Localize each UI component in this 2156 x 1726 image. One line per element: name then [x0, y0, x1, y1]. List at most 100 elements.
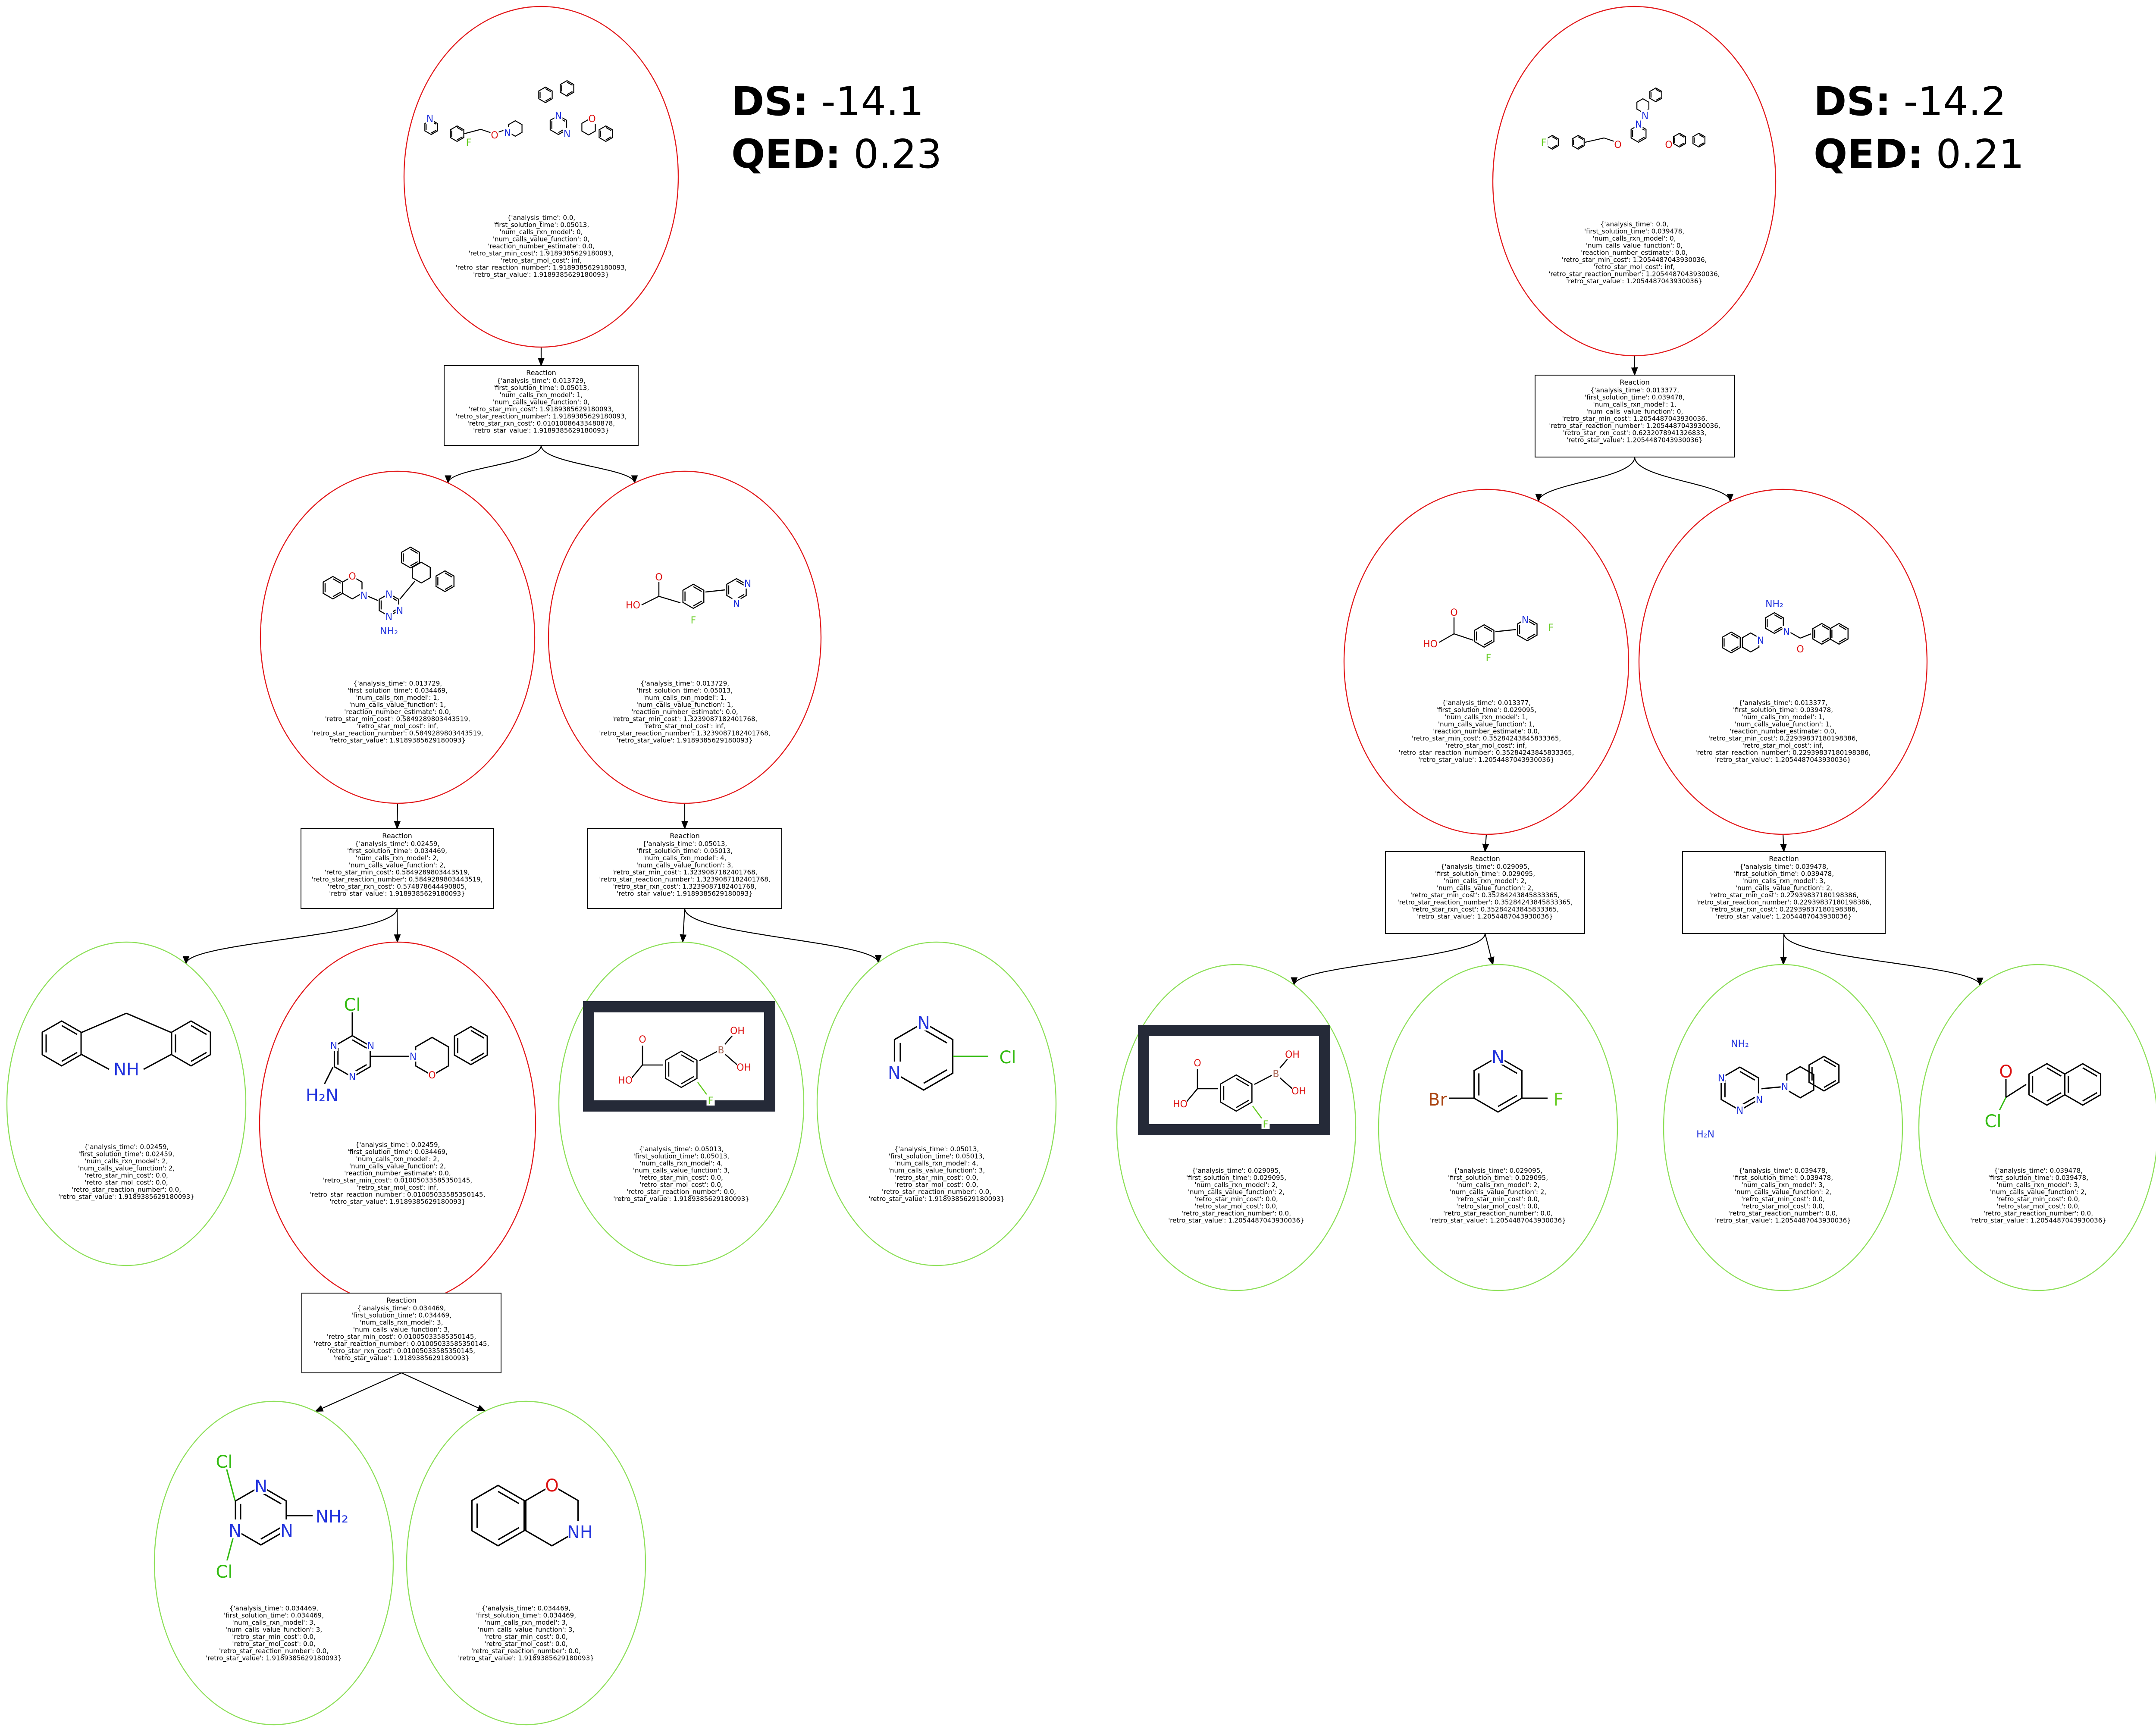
- reaction-box: [1385, 851, 1585, 934]
- highlight-frame: [583, 1001, 775, 1112]
- atom-label: N: [254, 1477, 267, 1497]
- atom-mask: [1539, 136, 1548, 147]
- node-stat-line: 'retro_star_value': 1.9189385629180093}: [329, 1198, 466, 1206]
- atom-mask: [385, 611, 393, 622]
- node-stat-line: 'num_calls_value_function': 2,: [78, 1165, 175, 1173]
- double-bond: [693, 601, 702, 607]
- double-bond: [260, 1526, 282, 1540]
- reaction-title: Reaction: [670, 832, 700, 840]
- atom-label: N: [396, 606, 403, 617]
- atom-label: OH: [736, 1062, 751, 1073]
- atom-label: N: [1756, 1095, 1763, 1106]
- ring-bond: [1220, 1074, 1253, 1112]
- node-stat-line: 'retro_star_reaction_number': 0.35284243…: [1398, 899, 1573, 907]
- atom-mask: [254, 1475, 267, 1494]
- atom-mask: [367, 1040, 375, 1051]
- node-stat-line: 'retro_star_value': 1.9189385629180093}: [613, 1195, 749, 1203]
- node-stat-line: 'num_calls_value_function': 2,: [349, 1162, 446, 1171]
- node-stat-line: 'num_calls_rxn_model': 1,: [643, 694, 727, 702]
- atom-label: O: [1665, 140, 1672, 150]
- double-bond: [545, 88, 552, 92]
- atom-mask: [229, 1519, 241, 1538]
- node-stat-line: 'num_calls_rxn_model': 2,: [85, 1157, 168, 1165]
- expandable-molecule-ellipse: [548, 470, 822, 804]
- double-bond: [1578, 144, 1583, 148]
- reaction-node-RR1b: Reaction{'analysis_time': 0.039478,'firs…: [1682, 851, 1886, 934]
- ring-bond: [454, 1026, 488, 1065]
- atom-mask: [1999, 1060, 2012, 1079]
- atom-mask: [1755, 1093, 1764, 1105]
- atom-mask: [563, 128, 571, 139]
- atom-label: N: [229, 1521, 241, 1541]
- atom-mask: [1764, 598, 1784, 609]
- molecule-structure: NH: [41, 1012, 211, 1080]
- node-stat-line: 'retro_star_value': 1.2054487043930036}: [1566, 277, 1702, 285]
- atom-label: OH: [1285, 1049, 1300, 1060]
- atom-mask: [1664, 138, 1673, 150]
- atom-label: N: [280, 1521, 293, 1541]
- node-stat-line: 'first_solution_time': 0.029095,: [1186, 1174, 1286, 1182]
- double-bond: [1731, 646, 1739, 652]
- node-stat-line: {'analysis_time': 0.05013,: [639, 1145, 724, 1153]
- node-stat-line: 'retro_star_value': 1.9189385629180093}: [617, 736, 753, 745]
- node-stat-line: {'analysis_time': 0.039478,: [1739, 863, 1828, 871]
- node-stat-line: 'retro_star_mol_cost': 0.0,: [85, 1179, 168, 1187]
- double-bond: [470, 1030, 485, 1039]
- atom-label: NH₂: [380, 626, 398, 637]
- atom-mask: [1634, 118, 1643, 129]
- edge-arrow: [1482, 834, 1489, 852]
- node-stat-line: 'retro_star_min_cost': 0.584928980344351…: [325, 868, 470, 877]
- expandable-molecule-ellipse: [1638, 489, 1928, 835]
- atom-label: N: [349, 1072, 356, 1083]
- node-stat-line: 'num_calls_rxn_model': 3,: [485, 1619, 568, 1627]
- reaction-node-RR1a: Reaction{'analysis_time': 0.029095,'firs…: [1385, 851, 1585, 934]
- atom-mask: [395, 605, 404, 616]
- atom-mask: [1736, 1104, 1744, 1115]
- atom-mask: [1423, 638, 1437, 649]
- node-stat-line: 'first_solution_time': 0.05013,: [493, 221, 589, 229]
- node-stat-line: 'retro_star_min_cost': 1.918938562918009…: [469, 405, 614, 413]
- node-stat-line: 'retro_star_reaction_number': 0.22939837…: [1696, 899, 1872, 907]
- node-stat-line: 'num_calls_value_function': 2,: [1735, 1188, 1831, 1197]
- ring-bond: [1830, 623, 1849, 645]
- node-stat-line: 'first_solution_time': 0.029095,: [1435, 870, 1535, 878]
- node-stat-line: 'retro_star_reaction_number': 1.20544870…: [1548, 270, 1720, 279]
- node-stat-line: 'retro_star_reaction_number': 0.0,: [1443, 1209, 1553, 1218]
- double-bond: [1655, 97, 1661, 101]
- node-stat-line: 'retro_star_reaction_number': 0.0,: [882, 1188, 991, 1196]
- double-bond: [1498, 1095, 1518, 1107]
- bond: [631, 1065, 643, 1078]
- ring-bond: [508, 120, 523, 137]
- ring-bond: [665, 1050, 698, 1088]
- node-stat-line: 'retro_star_mol_cost': 0.0,: [639, 1181, 723, 1189]
- atom-label: O: [545, 1476, 558, 1496]
- atom-label: N: [410, 1052, 417, 1062]
- highlight-frame: [1138, 1025, 1330, 1135]
- atom-label: N: [1635, 119, 1642, 130]
- node-stat-line: 'num_calls_rxn_model': 3,: [1997, 1181, 2080, 1189]
- node-stat-line: 'retro_star_min_cost': 0.0,: [232, 1633, 316, 1641]
- double-bond: [1698, 142, 1704, 146]
- node-stat-line: 'retro_star_mol_cost': inf,: [644, 722, 725, 730]
- atom-label: F: [708, 1096, 714, 1106]
- node-stat-line: 'retro_star_reaction_number': 0.0,: [1984, 1209, 2093, 1218]
- atom-mask: [213, 1450, 236, 1469]
- node-stat-line: 'retro_star_reaction_number': 0.0,: [627, 1188, 736, 1196]
- ds-value: -14.2: [1903, 78, 2006, 125]
- node-stat-line: 'retro_star_reaction_number': 0.01005033…: [314, 1340, 489, 1348]
- node-stat-line: 'num_calls_rxn_model': 2,: [356, 1155, 439, 1163]
- atom-mask: [426, 113, 434, 124]
- atom-label: F: [1541, 138, 1547, 148]
- double-bond: [681, 1076, 694, 1084]
- double-bond: [2082, 1092, 2098, 1102]
- node-stat-line: 'retro_star_min_cost': 1.205448704393003…: [1562, 415, 1708, 423]
- ring-bond: [450, 125, 464, 142]
- atom-mask: [348, 1071, 357, 1082]
- double-bond: [693, 586, 702, 592]
- node-stat-line: {'analysis_time': 0.05013,: [642, 840, 727, 848]
